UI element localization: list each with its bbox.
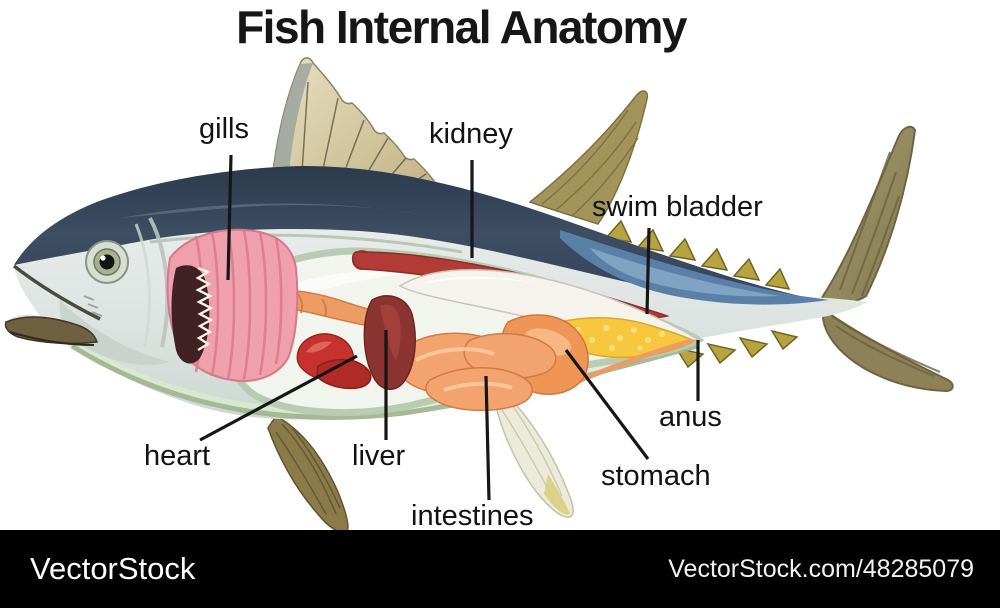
leader-lines	[199, 154, 700, 501]
label-liver: liver	[352, 440, 406, 472]
label-gills: gills	[199, 113, 249, 145]
gills-organ	[166, 228, 299, 382]
leader-line-gills	[226, 154, 233, 281]
liver-organ	[363, 295, 416, 390]
intestines-organ	[395, 332, 557, 412]
watermark-brand: VectorStock	[30, 551, 196, 586]
leader-line-swim-bladder	[645, 227, 651, 315]
leader-line-heart	[199, 354, 358, 442]
page-title: Fish Internal Anatomy	[236, 1, 687, 53]
watermark-bar: VectorStock VectorStock.com/48285079	[0, 530, 1000, 608]
pelvic-fin	[267, 415, 349, 533]
dorsal-finlets	[604, 219, 791, 290]
mouth	[4, 264, 103, 346]
watermark-url: VectorStock.com/48285079	[668, 554, 974, 583]
label-intestines: intestines	[411, 500, 534, 532]
anal-fin	[495, 392, 574, 518]
second-dorsal-fin	[528, 90, 649, 225]
first-dorsal-fin	[271, 57, 442, 195]
label-anus: anus	[659, 401, 722, 433]
label-heart: heart	[144, 440, 211, 472]
caudal-fin	[800, 125, 954, 393]
ventral-finlets	[674, 329, 799, 369]
leader-line-stomach	[564, 349, 650, 460]
leader-line-intestines	[484, 375, 491, 501]
label-kidney: kidney	[429, 118, 513, 150]
label-swim-bladder: swim bladder	[592, 191, 763, 223]
eye	[85, 240, 129, 284]
label-stomach: stomach	[601, 460, 711, 492]
